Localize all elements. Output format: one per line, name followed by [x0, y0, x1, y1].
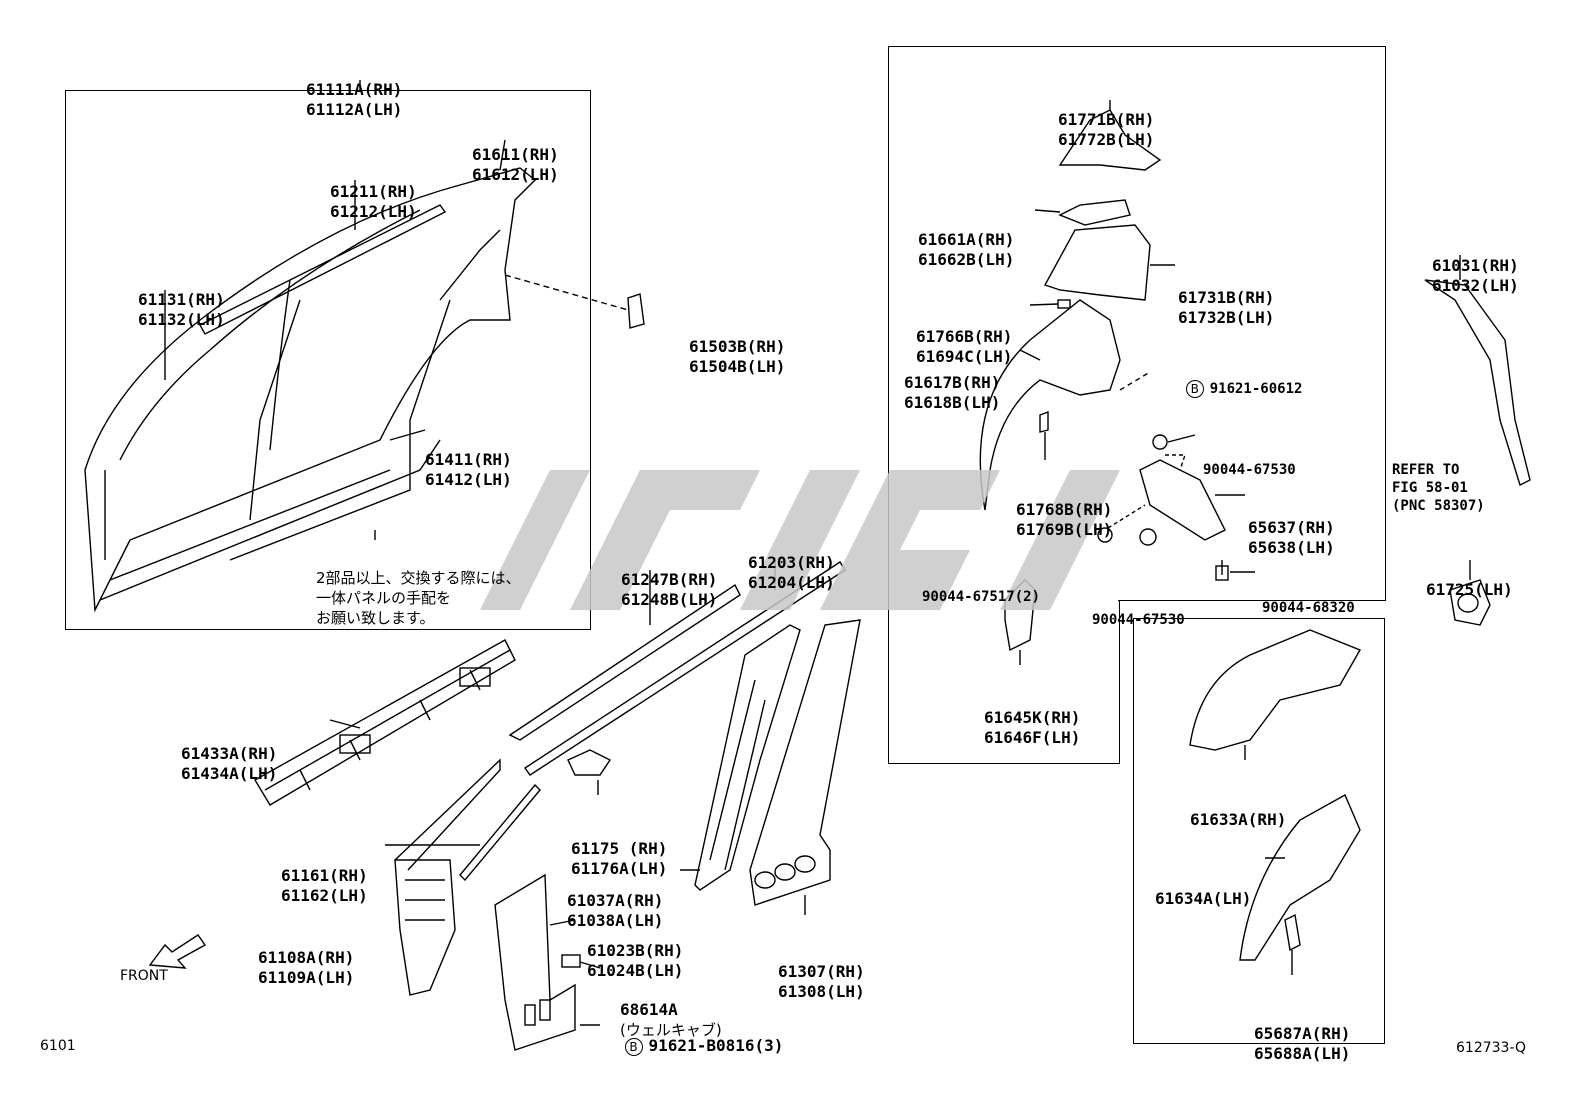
- label-65687a: 65687A(RH)65688A(LH): [1254, 1024, 1351, 1063]
- label-61247b: 61247B(RH)61248B(LH): [621, 570, 718, 609]
- clip-61768-drawing: [1039, 410, 1049, 433]
- label-61725: 61725(LH): [1426, 580, 1513, 599]
- center-pillar-61307-drawing: [749, 619, 861, 906]
- label-61771b: 61771B(RH)61772B(LH): [1058, 110, 1155, 149]
- group-box-rear-inner-step: [1118, 600, 1385, 601]
- label-61175: 61175 (RH)61176A(LH): [571, 839, 668, 878]
- group-box-rear-inner-lower: [888, 600, 1120, 764]
- label-61611: 61611(RH)61612(LH): [472, 145, 559, 184]
- figure-code-left: 6101: [40, 1038, 76, 1054]
- label-61131: 61131(RH)61132(LH): [138, 290, 225, 329]
- label-61031: 61031(RH)61032(LH): [1432, 256, 1519, 295]
- label-61433a: 61433A(RH)61434A(LH): [181, 744, 278, 783]
- tag-61766-drawing: [1057, 299, 1071, 309]
- group-box-wheelhouse: [1133, 618, 1385, 1044]
- side-outer-panel-drawing: [84, 167, 537, 613]
- clip-90044c-drawing: [1139, 528, 1157, 546]
- label-68614-drawing: [561, 954, 581, 968]
- leaders-side-panel: [164, 80, 506, 540]
- label-65637: 65637(RH)65638(LH): [1248, 518, 1335, 557]
- label-61661a: 61661A(RH)61662B(LH): [918, 230, 1015, 269]
- wheelhouse-61633-drawing: [1189, 629, 1362, 751]
- rail-61031-drawing: [1424, 279, 1531, 486]
- figure-code-right: 612733-Q: [1456, 1040, 1527, 1056]
- leader-61503-dashed: [504, 274, 629, 311]
- front-arrow-drawing: [148, 934, 207, 969]
- bubble-b-icon: B: [1185, 380, 1204, 398]
- label-61633a: 61633A(RH): [1190, 810, 1287, 829]
- leader-90044d: [1221, 560, 1255, 575]
- leader-61433: [329, 719, 361, 729]
- watermark-logo: [480, 470, 1120, 610]
- leader-90044a: [1167, 434, 1196, 443]
- label-61108a: 61108A(RH)61109A(LH): [258, 948, 355, 987]
- label-61203: 61203(RH)61204(LH): [748, 553, 835, 592]
- label-90044-67530-bottom: 90044-67530: [1092, 612, 1185, 628]
- flap-65637-drawing: [1139, 459, 1226, 541]
- label-61503b: 61503B(RH)61504B(LH): [689, 337, 786, 376]
- label-61766b: 61766B(RH)61694C(LH): [916, 327, 1013, 366]
- wheelhouse-inner-61617-drawing: [979, 299, 1121, 511]
- label-61111a: 61111A(RH)61112A(LH): [306, 80, 403, 119]
- label-68614a: 68614A(ウェルキャブ): [620, 1000, 722, 1039]
- roof-side-rail-61247-drawing: [508, 583, 741, 741]
- clip-90044a-drawing: [1152, 434, 1168, 450]
- leader-61661: [1034, 209, 1061, 213]
- leader-61766: [1029, 303, 1059, 306]
- label-61634a: 61634A(LH): [1155, 889, 1252, 908]
- label-61617b: 61617B(RH)61618B(LH): [904, 373, 1001, 412]
- label-90044-67517: 90044-67517(2): [922, 589, 1041, 605]
- label-61037a: 61037A(RH)61038A(LH): [567, 891, 664, 930]
- bracket-65687-drawing: [1284, 913, 1301, 952]
- label-90044-67530-top: 90044-67530: [1203, 462, 1296, 478]
- replacement-note: 2部品以上、交換する際には、一体パネルの手配をお願い致します。: [316, 569, 521, 627]
- bracket-61661-drawing: [1058, 199, 1131, 226]
- group-box-rear-inner: [888, 46, 1386, 601]
- bracket-61175-drawing: [567, 749, 612, 776]
- clip-90044b-drawing: [1097, 527, 1113, 543]
- leader-91621a-dashed: [1119, 371, 1151, 391]
- refer-line-1: REFER TO: [1392, 462, 1460, 478]
- label-61768b: 61768B(RH)61769B(LH): [1016, 500, 1113, 539]
- label-61023b: 61023B(RH)61024B(LH): [587, 941, 684, 980]
- label-61731b: 61731B(RH)61732B(LH): [1178, 288, 1275, 327]
- label-61645k: 61645K(RH)61646F(LH): [984, 708, 1081, 747]
- label-90044-68320: 90044-68320: [1262, 600, 1355, 616]
- leader-61023: [549, 919, 576, 926]
- front-pillar-61108-drawing: [394, 859, 456, 996]
- b-pillar-61037-drawing: [694, 624, 801, 891]
- leader-61617: [1019, 349, 1041, 361]
- a-pillar-inner-61161-drawing: [459, 783, 541, 882]
- pillar-61771-drawing: [1058, 109, 1162, 171]
- bracket-61503-drawing: [627, 293, 645, 329]
- front-label: FRONT: [120, 968, 168, 984]
- roof-rail-drawing: [199, 204, 447, 335]
- cover-61725-drawing: [1449, 579, 1491, 626]
- dash-side-61023-drawing: [494, 873, 576, 1051]
- label-61411: 61411(RH)61412(LH): [425, 450, 512, 489]
- bubble-b-icon: B: [624, 1037, 643, 1056]
- leader-68614: [579, 961, 601, 969]
- group-box-side-panel: [65, 90, 591, 630]
- label-61307: 61307(RH)61308(LH): [778, 962, 865, 1001]
- clip-90044d-drawing: [1215, 565, 1229, 581]
- wheelhouse-61634-drawing: [1239, 794, 1361, 961]
- label-61161: 61161(RH)61162(LH): [281, 866, 368, 905]
- inner-panel-61731-drawing: [1043, 224, 1151, 301]
- rocker-reinforcement-drawing: [254, 639, 516, 806]
- label-61211: 61211(RH)61212(LH): [330, 182, 417, 221]
